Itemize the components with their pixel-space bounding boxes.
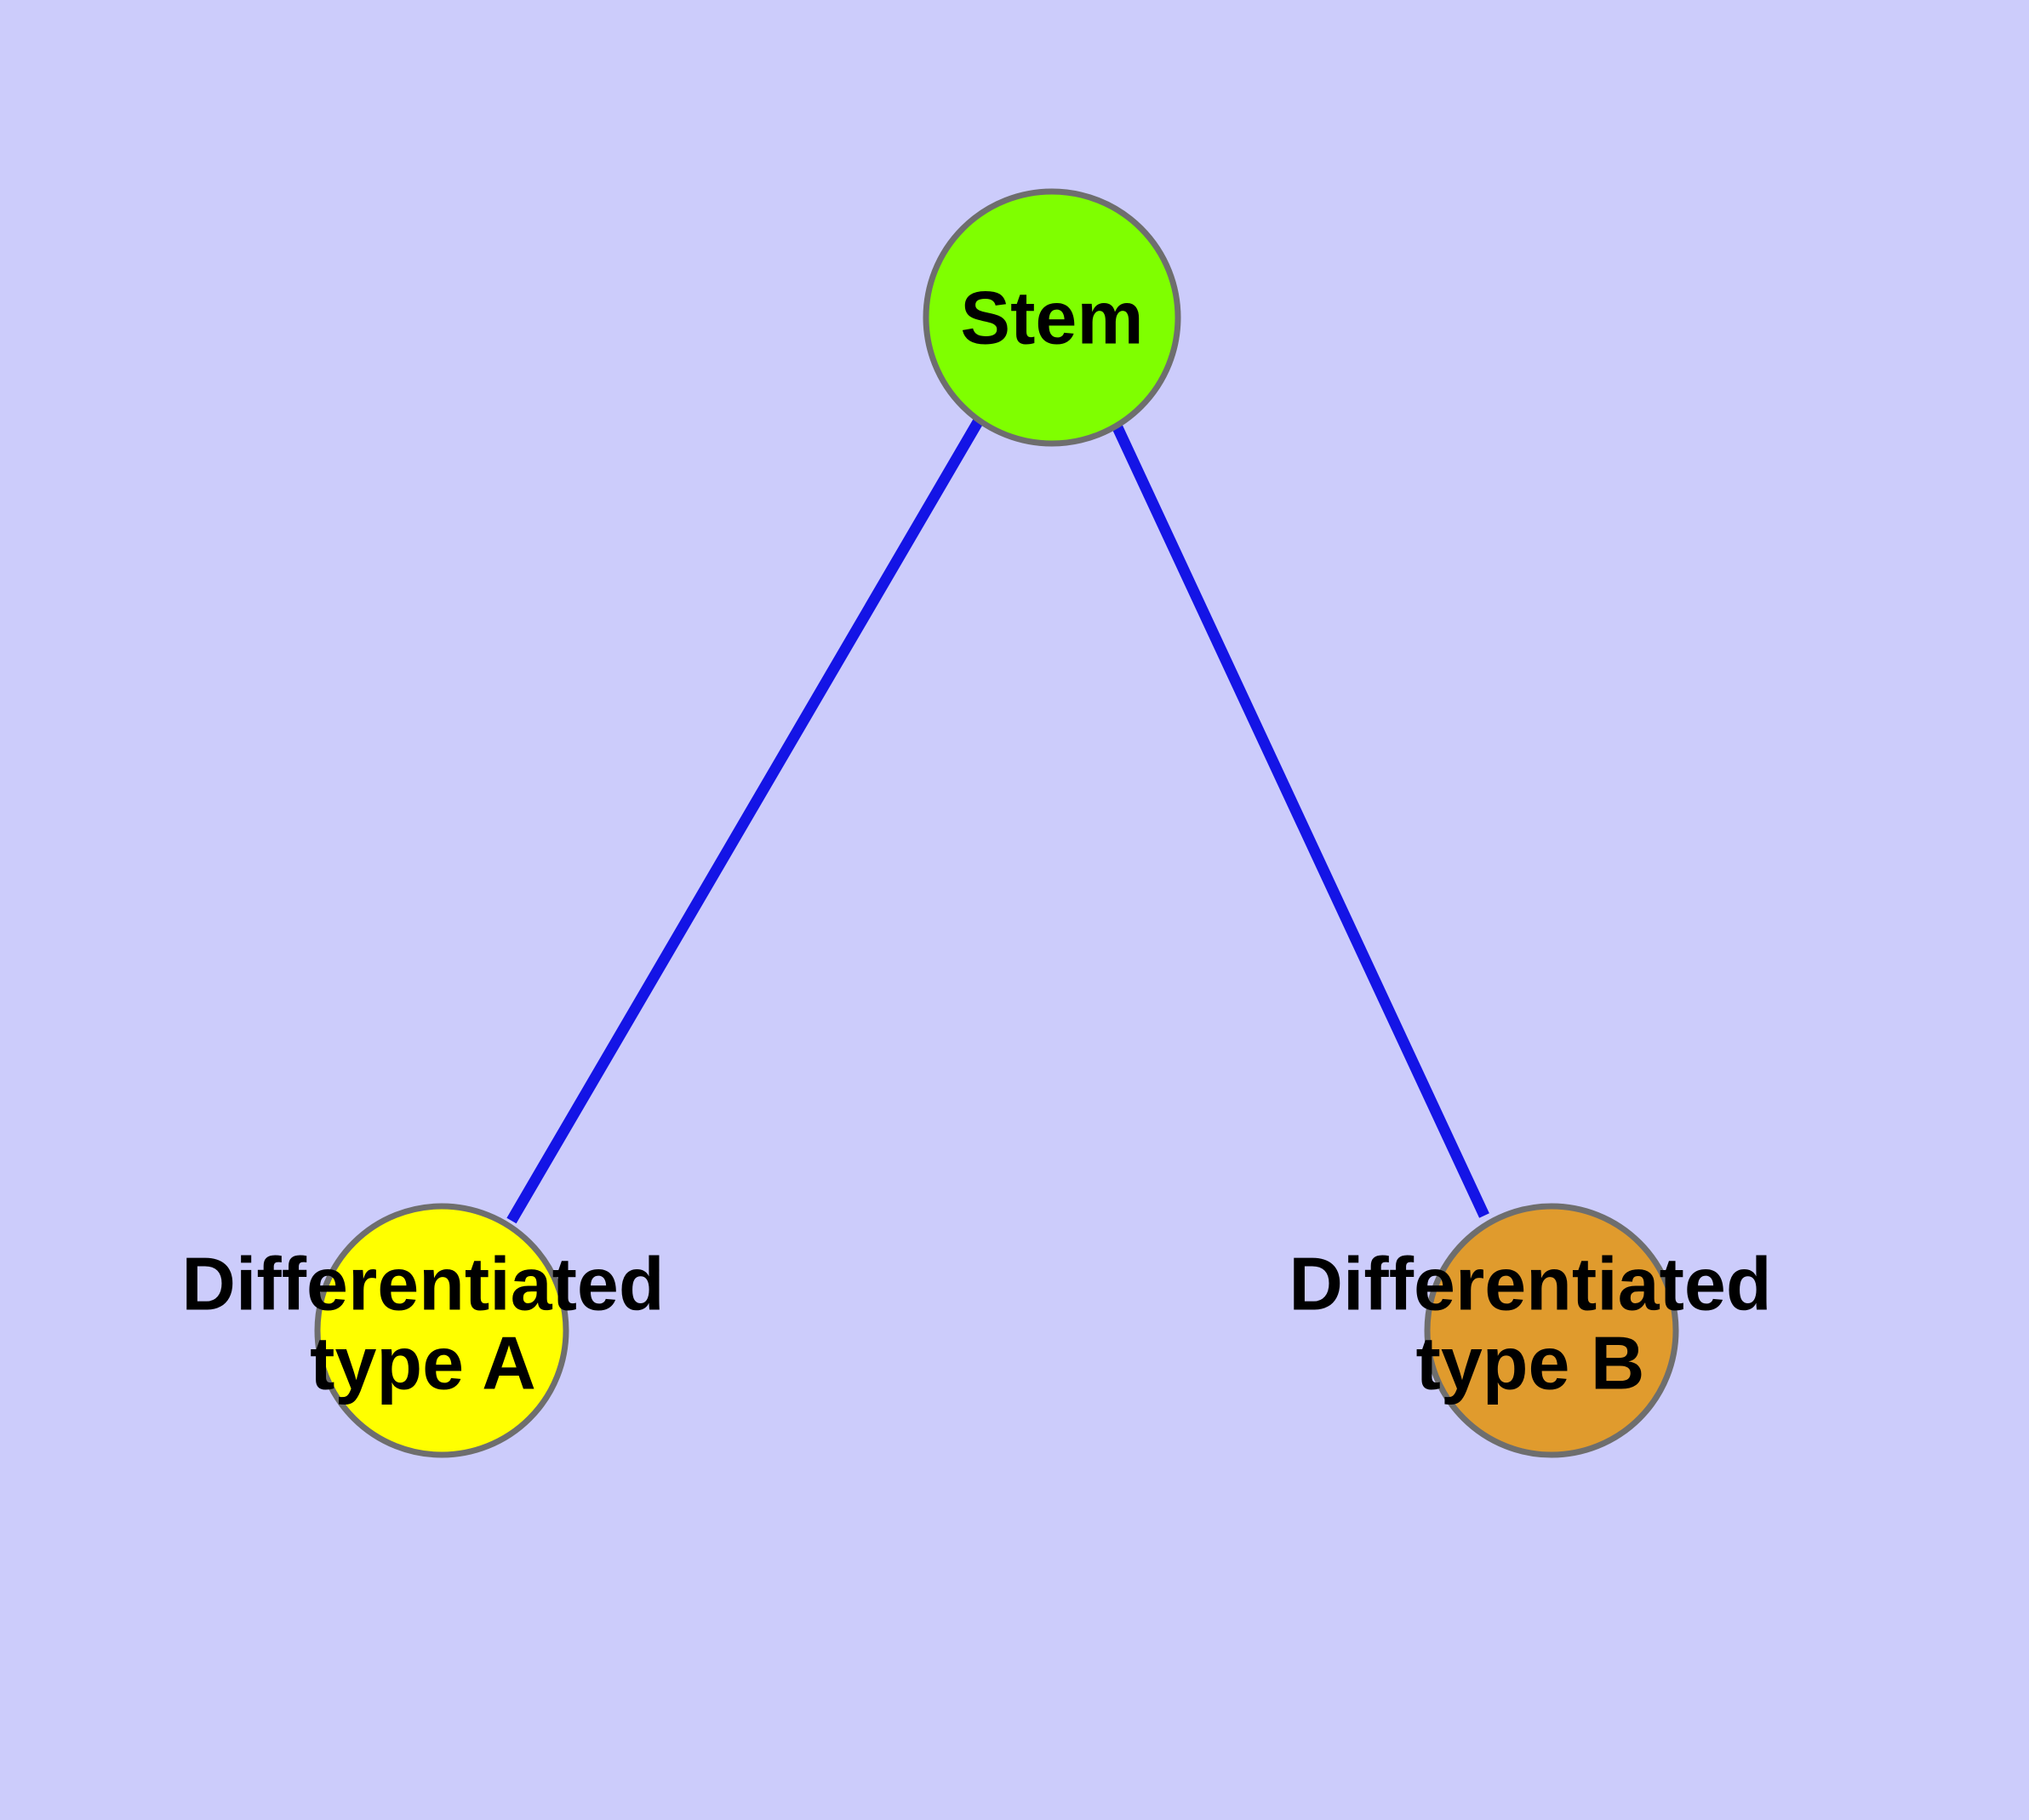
node-differentiated-type-b[interactable] xyxy=(1424,1203,1679,1458)
edge-stem-to-differentiated-a xyxy=(506,417,984,1224)
edge-stem-to-differentiated-b xyxy=(1112,423,1489,1218)
node-differentiated-type-a[interactable] xyxy=(314,1203,569,1458)
node-stem[interactable] xyxy=(923,188,1181,447)
